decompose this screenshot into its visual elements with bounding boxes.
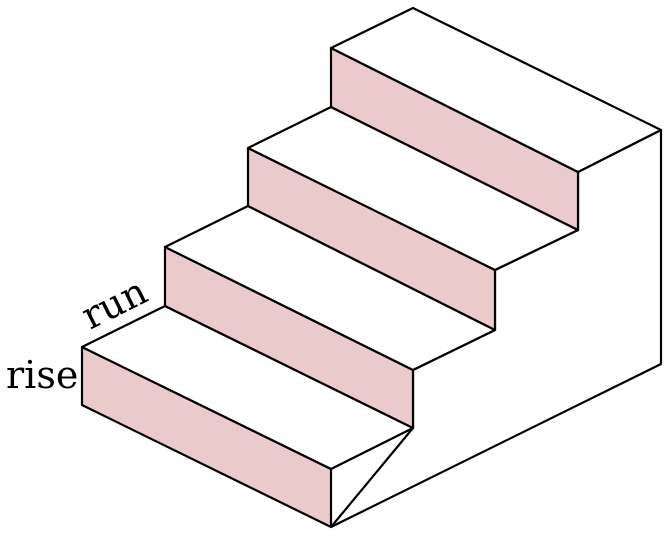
step-4-tread <box>329 6 663 174</box>
rise-label: rise <box>6 353 78 397</box>
